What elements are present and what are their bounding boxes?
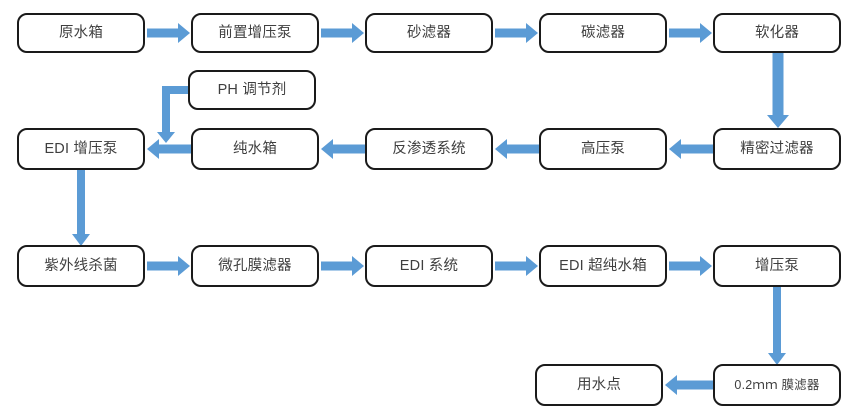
node-ph-adjuster[interactable]: PH 调节剂 bbox=[188, 70, 316, 110]
connector-ph-adjuster-to-pure-water-tank bbox=[157, 86, 194, 148]
arrow-precision-filter-to-high-pressure-pump bbox=[669, 139, 715, 159]
arrow-high-pressure-pump-to-ro-system bbox=[495, 139, 541, 159]
node-carbon-filter[interactable]: 碳滤器 bbox=[539, 13, 667, 53]
arrow-ro-system-to-pure-water-tank bbox=[321, 139, 367, 159]
node-membrane-filter-02um[interactable]: 0.2ｍｍ 膜滤器 bbox=[713, 364, 841, 406]
arrow-sand-filter-to-carbon-filter bbox=[495, 23, 538, 43]
node-ro-system[interactable]: 反渗透系统 bbox=[365, 128, 493, 170]
arrow-pure-water-tank-to-edi-booster-pump bbox=[147, 139, 193, 159]
arrow-booster-pump-to-membrane-filter-02um bbox=[766, 287, 788, 365]
arrow-raw-water-tank-to-pre-booster-pump bbox=[147, 23, 190, 43]
node-edi-ultrapure-tank[interactable]: EDI 超纯水箱 bbox=[539, 245, 667, 287]
arrow-uv-sterilizer-to-microporous-filter bbox=[147, 256, 190, 276]
arrow-edi-system-to-edi-ultrapure-tank bbox=[495, 256, 538, 276]
node-edi-booster-pump[interactable]: EDI 增压泵 bbox=[17, 128, 145, 170]
arrow-edi-ultrapure-tank-to-booster-pump bbox=[669, 256, 712, 276]
node-softener[interactable]: 软化器 bbox=[713, 13, 841, 53]
node-microporous-filter[interactable]: 微孔膜滤器 bbox=[191, 245, 319, 287]
node-point-of-use[interactable]: 用水点 bbox=[535, 364, 663, 406]
arrow-carbon-filter-to-softener bbox=[669, 23, 712, 43]
node-edi-system[interactable]: EDI 系统 bbox=[365, 245, 493, 287]
node-raw-water-tank[interactable]: 原水箱 bbox=[17, 13, 145, 53]
arrow-pre-booster-pump-to-sand-filter bbox=[321, 23, 364, 43]
node-high-pressure-pump[interactable]: 高压泵 bbox=[539, 128, 667, 170]
node-uv-sterilizer[interactable]: 紫外线杀菌 bbox=[17, 245, 145, 287]
node-pure-water-tank[interactable]: 纯水箱 bbox=[191, 128, 319, 170]
node-sand-filter[interactable]: 砂滤器 bbox=[365, 13, 493, 53]
arrow-microporous-filter-to-edi-system bbox=[321, 256, 364, 276]
node-pre-booster-pump[interactable]: 前置增压泵 bbox=[191, 13, 319, 53]
arrow-softener-to-precision-filter bbox=[766, 53, 790, 128]
arrow-edi-booster-pump-to-uv-sterilizer bbox=[70, 170, 92, 246]
node-booster-pump[interactable]: 增压泵 bbox=[713, 245, 841, 287]
node-precision-filter[interactable]: 精密过滤器 bbox=[713, 128, 841, 170]
arrow-membrane-filter-02um-to-point-of-use bbox=[665, 375, 713, 395]
